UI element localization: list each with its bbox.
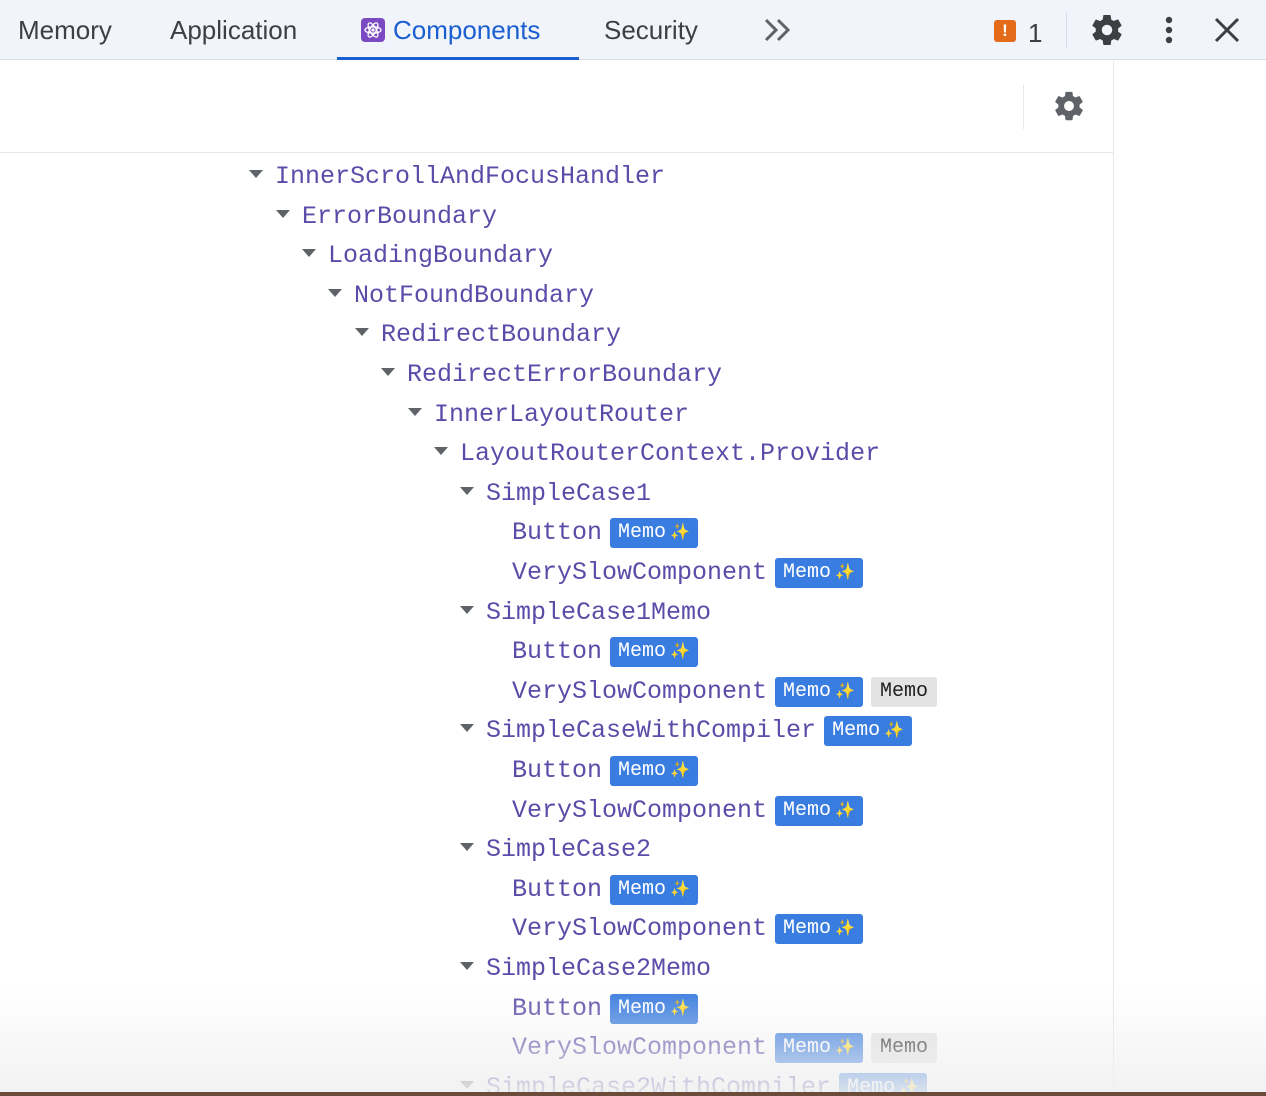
close-icon[interactable]	[1209, 12, 1245, 48]
components-toolbar	[0, 61, 1114, 153]
more-options-icon[interactable]	[1154, 12, 1184, 48]
toolbar-divider	[1066, 12, 1067, 48]
sparkle-icon: ✨	[835, 683, 855, 701]
memo-badge: Memo✨	[610, 875, 698, 905]
sparkle-icon: ✨	[884, 722, 904, 740]
expand-caret-icon[interactable]	[460, 487, 474, 496]
sparkle-icon: ✨	[670, 1000, 690, 1018]
expand-caret-icon[interactable]	[460, 1081, 474, 1090]
tree-row[interactable]: InnerLayoutRouter	[408, 395, 689, 434]
tree-row[interactable]: SimpleCase2Memo	[460, 949, 711, 988]
expand-caret-icon[interactable]	[408, 408, 422, 417]
sparkle-icon: ✨	[835, 802, 855, 820]
memo-badge: Memo✨	[775, 558, 863, 588]
settings-gear-icon[interactable]	[1089, 12, 1125, 48]
component-settings-gear-icon[interactable]	[1052, 89, 1086, 123]
tree-row[interactable]: SimpleCase1Memo	[460, 593, 711, 632]
tree-row[interactable]: NotFoundBoundary	[328, 276, 594, 315]
sparkle-icon: ✨	[835, 1039, 855, 1057]
sparkle-icon: ✨	[670, 524, 690, 542]
memo-badge: Memo✨	[775, 796, 863, 826]
toolbar-separator	[1023, 85, 1024, 129]
memo-badge: Memo✨	[775, 1033, 863, 1063]
component-tree: InnerScrollAndFocusHandler ErrorBoundary…	[0, 155, 1113, 1096]
tree-row[interactable]: RedirectErrorBoundary	[381, 355, 722, 394]
expand-caret-icon[interactable]	[460, 843, 474, 852]
tree-row[interactable]: ErrorBoundary	[276, 197, 497, 236]
tree-row[interactable]: LayoutRouterContext.Provider	[434, 434, 880, 473]
memo-badge: Memo✨	[610, 518, 698, 548]
react-icon	[361, 18, 385, 42]
memo-hoc-badge: Memo	[870, 677, 937, 707]
sparkle-icon: ✨	[835, 564, 855, 582]
sparkle-icon: ✨	[670, 643, 690, 661]
memo-hoc-badge: Memo	[870, 1033, 937, 1063]
sparkle-icon: ✨	[670, 762, 690, 780]
expand-caret-icon[interactable]	[355, 328, 369, 337]
expand-caret-icon[interactable]	[460, 724, 474, 733]
expand-caret-icon[interactable]	[249, 170, 263, 179]
sparkle-icon: ✨	[670, 881, 690, 899]
memo-badge: Memo✨	[775, 914, 863, 944]
tree-row[interactable]: SimpleCase2	[460, 830, 651, 869]
sparkle-icon: ✨	[835, 920, 855, 938]
tab-application[interactable]: Application	[170, 15, 298, 45]
window-bottom-edge	[0, 1092, 1266, 1096]
tree-row[interactable]: LoadingBoundary	[302, 236, 553, 275]
devtools-tab-bar: Memory Application Components Security !…	[0, 0, 1266, 60]
expand-caret-icon[interactable]	[381, 368, 395, 377]
memo-badge: Memo✨	[610, 994, 698, 1024]
warning-icon: !	[994, 20, 1016, 42]
memo-badge: Memo✨	[610, 637, 698, 667]
expand-caret-icon[interactable]	[434, 447, 448, 456]
expand-caret-icon[interactable]	[328, 289, 342, 298]
expand-caret-icon[interactable]	[460, 606, 474, 615]
tree-row[interactable]: InnerScrollAndFocusHandler	[249, 157, 665, 196]
expand-caret-icon[interactable]	[302, 249, 316, 258]
issues-count: 1	[1028, 18, 1043, 48]
memo-badge: Memo✨	[610, 756, 698, 786]
memo-badge: Memo✨	[775, 677, 863, 707]
expand-caret-icon[interactable]	[460, 962, 474, 971]
expand-caret-icon[interactable]	[276, 210, 290, 219]
tree-row[interactable]: SimpleCase1	[460, 474, 651, 513]
tab-components[interactable]: Components	[337, 0, 579, 60]
memo-badge: Memo✨	[824, 716, 912, 746]
panel-splitter[interactable]	[1113, 61, 1114, 1096]
tree-row[interactable]: RedirectBoundary	[355, 315, 621, 354]
tab-security[interactable]: Security	[604, 15, 698, 45]
tab-memory[interactable]: Memory	[18, 15, 112, 45]
more-tabs-chevron-icon[interactable]	[758, 12, 798, 48]
